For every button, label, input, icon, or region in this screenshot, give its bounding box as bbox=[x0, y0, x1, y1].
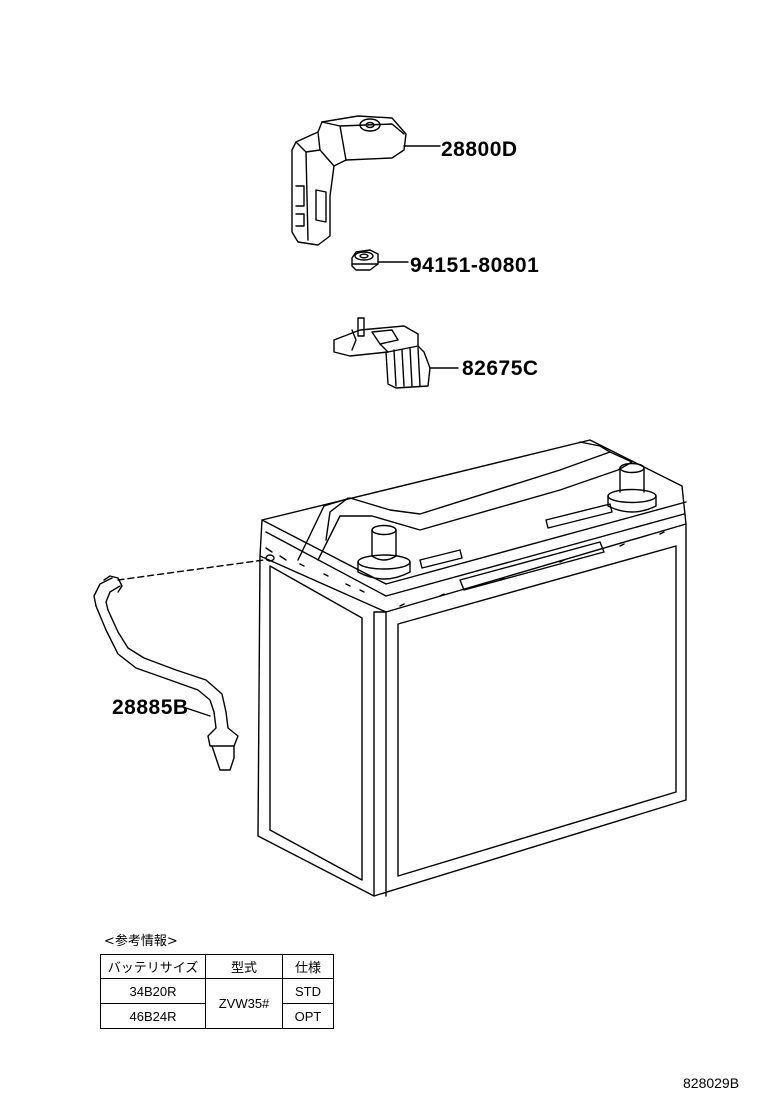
part-label-94151-80801[interactable]: 94151-80801 bbox=[410, 254, 540, 277]
battery-drawing[interactable] bbox=[257, 439, 687, 897]
table-row: 46B24R OPT bbox=[100, 1003, 334, 1029]
part-label-82675C[interactable]: 82675C bbox=[462, 357, 539, 380]
header-spec: 仕様 bbox=[282, 954, 334, 979]
part-label-28800D[interactable]: 28800D bbox=[441, 138, 518, 161]
part-label-28885B[interactable]: 28885B bbox=[112, 696, 189, 719]
vent-hose-drawing[interactable] bbox=[93, 559, 265, 771]
header-battery-size: バッテリサイズ bbox=[100, 954, 206, 979]
header-model: 型式 bbox=[205, 954, 283, 979]
reference-table: バッテリサイズ 型式 仕様 34B20R ZVW35# STD 46B24R O… bbox=[100, 954, 334, 1029]
table-row: 34B20R ZVW35# STD bbox=[100, 978, 334, 1029]
nut-drawing[interactable] bbox=[351, 249, 409, 271]
diagram-code: 828029B bbox=[683, 1075, 740, 1091]
cell-spec: OPT bbox=[282, 1003, 334, 1029]
terminal-cover-drawing[interactable] bbox=[291, 115, 441, 246]
reference-info-title: <参考情報> bbox=[104, 934, 178, 949]
cell-battery-size: 46B24R bbox=[100, 1003, 206, 1029]
cell-model: ZVW35# bbox=[205, 978, 283, 1029]
connector-drawing[interactable] bbox=[333, 317, 459, 389]
cell-battery-size: 34B20R bbox=[100, 978, 206, 1004]
table-header-row: バッテリサイズ 型式 仕様 bbox=[100, 954, 334, 979]
cell-spec: STD bbox=[282, 978, 334, 1004]
